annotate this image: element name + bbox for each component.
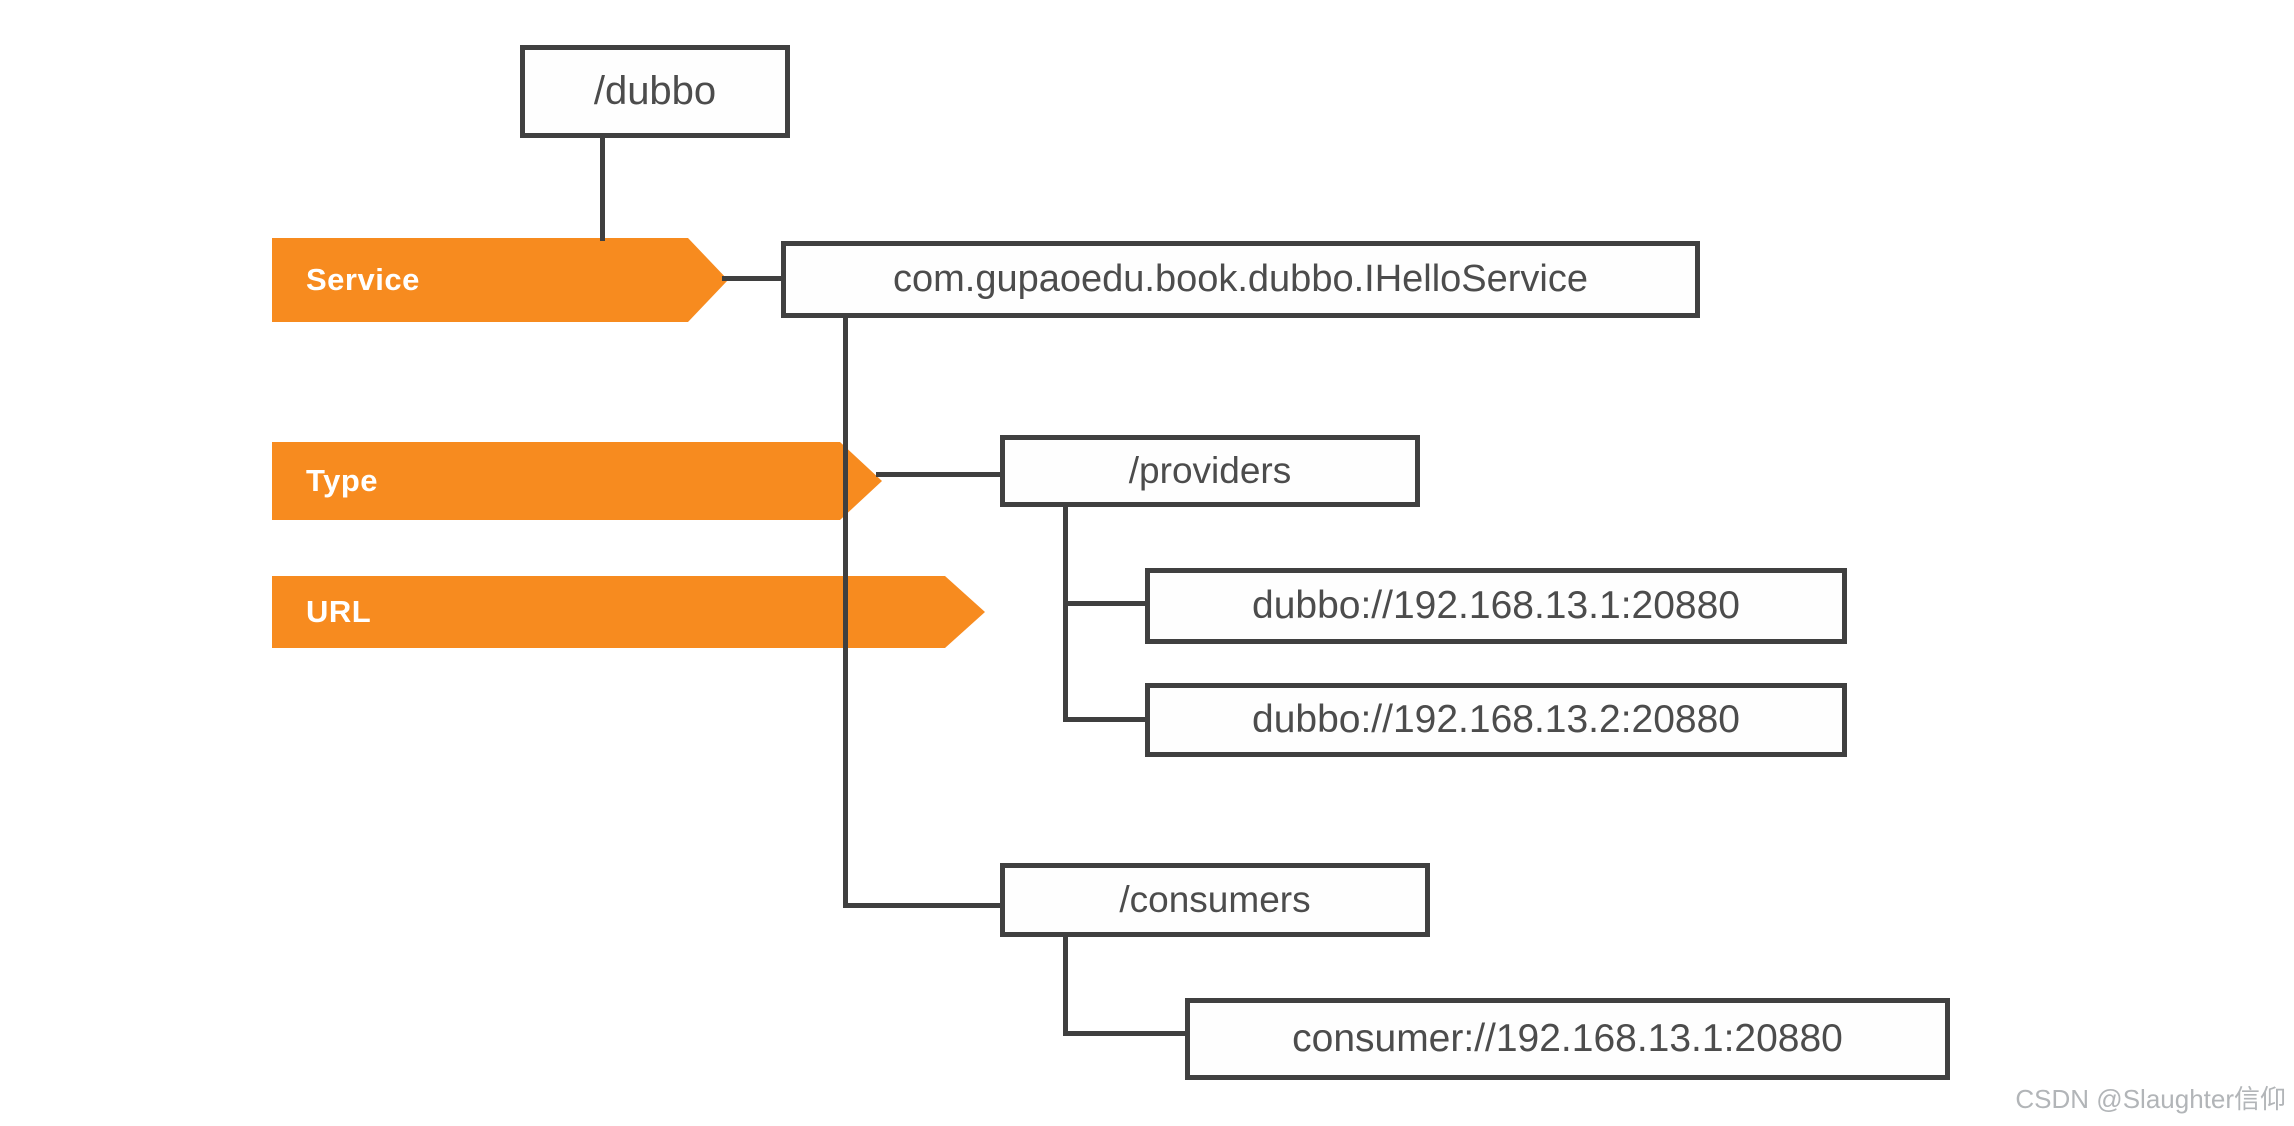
consumers-node-label: /consumers [1119, 879, 1311, 920]
provider-url-node-2: dubbo://192.168.13.2:20880 [1145, 683, 1847, 757]
connector-to-provider-url-1 [1063, 601, 1147, 606]
root-node-label: /dubbo [593, 69, 717, 113]
url-level-arrow-label: URL [306, 594, 372, 629]
providers-node: /providers [1000, 435, 1420, 507]
connector-interface-trunk [843, 317, 848, 908]
connector-providers-branch [1063, 506, 1068, 722]
service-level-arrow: Service [272, 238, 728, 322]
service-level-arrow-label: Service [306, 262, 420, 297]
csdn-watermark: CSDN @Slaughter信仰 [2015, 1084, 2286, 1114]
service-interface-node: com.gupaoedu.book.dubbo.IHelloService [781, 241, 1700, 318]
connector-to-consumer-url-1 [1063, 1031, 1187, 1036]
service-interface-label: com.gupaoedu.book.dubbo.IHelloService [892, 258, 1589, 300]
consumers-node: /consumers [1000, 863, 1430, 937]
provider-url-2-label: dubbo://192.168.13.2:20880 [1252, 698, 1740, 741]
consumer-url-1-label: consumer://192.168.13.1:20880 [1292, 1017, 1843, 1060]
consumer-url-node-1: consumer://192.168.13.1:20880 [1185, 998, 1950, 1080]
connector-dubbo-to-service-arrow [600, 138, 605, 241]
provider-url-node-1: dubbo://192.168.13.1:20880 [1145, 568, 1847, 644]
provider-url-1-label: dubbo://192.168.13.1:20880 [1252, 584, 1740, 627]
connector-consumers-branch [1063, 936, 1068, 1036]
type-level-arrow: Type [272, 442, 882, 520]
root-node-dubbo: /dubbo [520, 45, 790, 138]
type-level-arrow-label: Type [306, 463, 379, 498]
connector-service-arrow-to-interface-box [722, 276, 782, 281]
providers-node-label: /providers [1128, 450, 1292, 491]
connector-to-provider-url-2 [1063, 717, 1147, 722]
url-level-arrow: URL [272, 576, 985, 648]
connector-trunk-to-consumers-box [843, 903, 1002, 908]
connector-type-arrow-to-providers-box [876, 472, 1002, 477]
